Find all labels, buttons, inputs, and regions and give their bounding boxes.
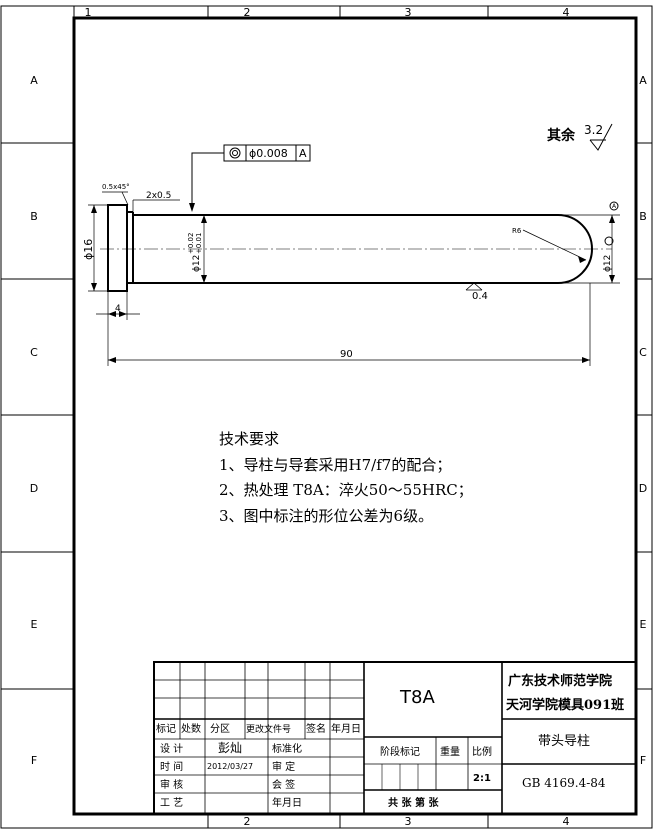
stage-label: 阶段标记 [380, 745, 420, 758]
tech-requirement-3: 3、图中标注的形位公差为6级。 [219, 507, 433, 525]
tech-requirement-1: 1、导柱与导套采用H7/f7的配合； [219, 456, 451, 474]
col-label-2-bottom: 2 [244, 815, 251, 828]
dim-total-length: 90 [340, 349, 353, 360]
row-label-f: F [31, 754, 37, 767]
rev-header-sign: 签名 [306, 722, 326, 735]
zone-ticks [1, 6, 652, 828]
surface-finish-prefix: 其余 [547, 127, 576, 144]
row-label-e-right: E [640, 618, 647, 631]
col-label-2: 2 [244, 6, 251, 19]
sheets-label: 共 张 第 张 [388, 796, 439, 809]
row-label-b-right: B [639, 210, 647, 223]
check-label: 审 核 [160, 778, 183, 791]
standard-number: GB 4169.4-84 [522, 776, 606, 790]
designer-name: 彭灿 [218, 741, 242, 755]
datum-marker-2 [604, 236, 614, 246]
designer-label: 设 计 [160, 742, 183, 755]
standardization-label: 标准化 [272, 742, 302, 755]
groove-label: 2x0.5 [146, 191, 171, 201]
datum-marker [609, 201, 619, 211]
tolerance-frame: ϕ0.008 A [189, 144, 311, 212]
title-block [153, 661, 637, 815]
rev-header-mark: 标记 [156, 723, 176, 735]
dia-shaft-label: ϕ12 [192, 255, 202, 272]
tolerance-datum: A [299, 147, 307, 160]
col-label-4-bottom: 4 [563, 815, 570, 828]
date-value: 2012/03/27 [207, 762, 253, 771]
tech-requirements-title: 技术要求 [219, 430, 279, 448]
col-label-4: 4 [563, 6, 570, 19]
countersign-label: 会 签 [272, 778, 295, 791]
roughness-symbol [465, 282, 483, 291]
rev-header-date: 年月日 [331, 722, 361, 735]
scale-label: 比例 [472, 745, 492, 758]
tolerance-value: ϕ0.008 [249, 147, 288, 160]
tech-requirement-2: 2、热处理 T8A：淬火50～55HRC； [219, 481, 473, 499]
guide-pillar-part [100, 204, 612, 292]
radius-label: R6 [512, 227, 522, 235]
review-label: 审 定 [272, 760, 295, 773]
row-label-b: B [30, 210, 38, 223]
row-label-a: A [30, 74, 38, 87]
rev-header-zone: 分区 [210, 723, 230, 735]
dimension-lines [88, 191, 620, 366]
row-label-d-right: D [639, 482, 647, 495]
dia-head-label: ϕ16 [82, 239, 95, 260]
surface-finish-value: 3.2 [584, 123, 603, 137]
rev-header-doc: 更改文件号 [246, 723, 291, 735]
weight-label: 重量 [440, 745, 460, 758]
process-label: 工 艺 [160, 797, 183, 809]
col-label-1: 1 [85, 6, 92, 19]
row-label-d: D [30, 482, 38, 495]
roughness-shaft-label: 0.4 [472, 291, 488, 302]
col-label-3-bottom: 3 [405, 815, 412, 828]
chamfer-label: 0.5x45° [102, 183, 130, 191]
col-label-3: 3 [405, 6, 412, 19]
dia-right-label: ϕ12 [603, 255, 613, 272]
row-label-f-right: F [640, 754, 646, 767]
school-line-1: 广东技术师范学院 [508, 673, 612, 689]
date-label: 年月日 [272, 796, 302, 809]
scale-value: 2:1 [473, 773, 491, 784]
shaft-tol-lower: +0.01 [195, 233, 203, 254]
row-label-e: E [31, 618, 38, 631]
shaft-tol-upper: +0.02 [187, 233, 195, 254]
datum-marker-label: A [612, 203, 617, 210]
outer-border [0, 5, 653, 829]
row-label-c-right: C [639, 346, 647, 359]
row-label-a-right: A [639, 74, 647, 87]
surface-finish-symbol [589, 123, 613, 151]
rev-header-count: 处数 [181, 722, 201, 735]
part-name: 带头导柱 [538, 734, 590, 749]
row-label-c: C [30, 346, 38, 359]
material-label: T8A [399, 687, 435, 708]
dimension-arrows [91, 205, 615, 363]
dim-head-length: 4 [115, 304, 121, 314]
time-label: 时 间 [160, 760, 183, 773]
school-line-2: 天河学院模具091班 [506, 697, 624, 713]
